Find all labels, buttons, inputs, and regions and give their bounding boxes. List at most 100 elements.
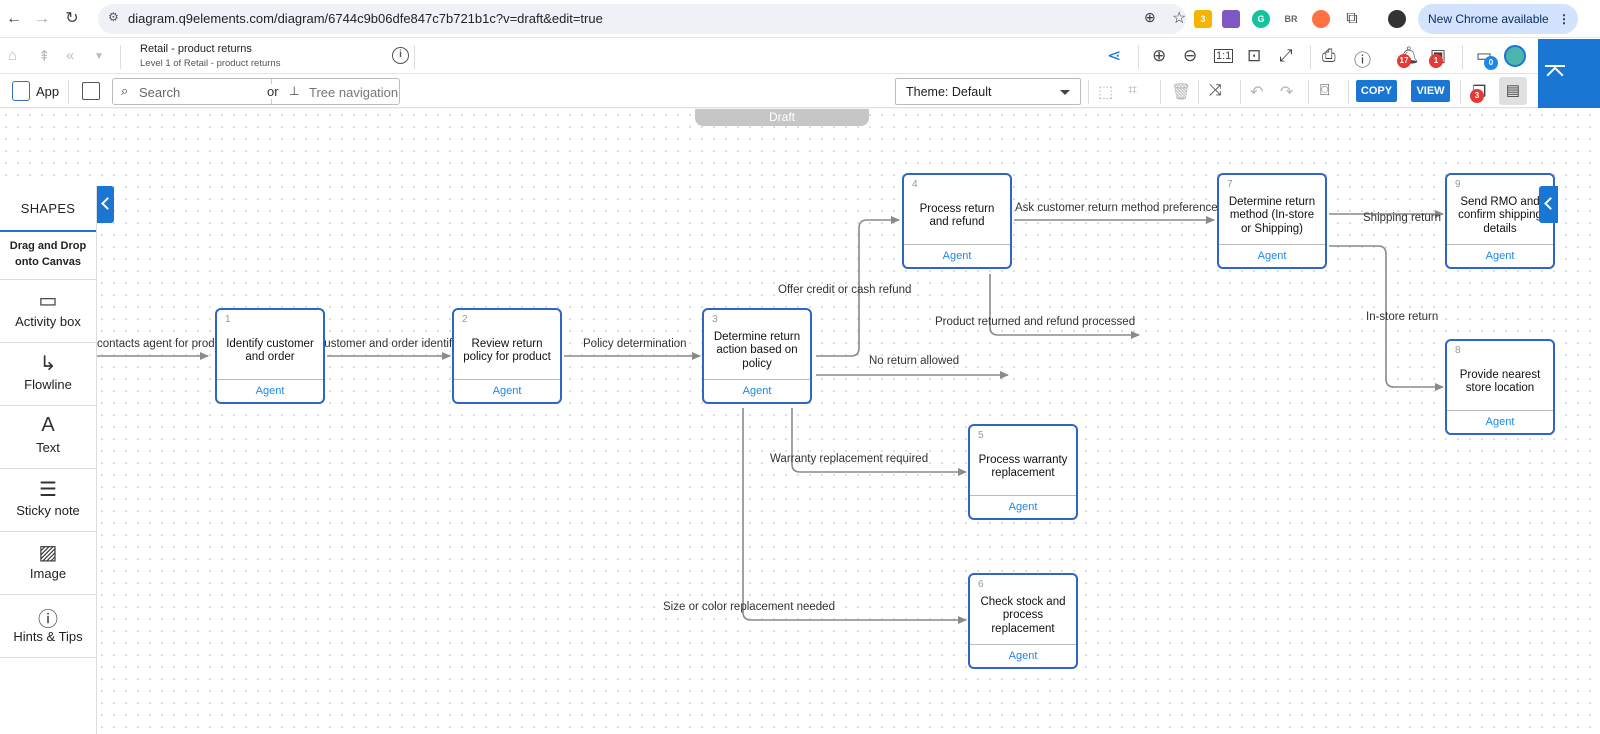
node-role[interactable]: Agent (1447, 244, 1553, 267)
shapes-panel: SHAPES Drag and Drop onto Canvas ▭ Activ… (0, 186, 97, 734)
node-number: 7 (1227, 179, 1233, 190)
edge-label-2-3[interactable]: Policy determination (583, 338, 687, 350)
node-role[interactable]: Agent (454, 379, 560, 402)
print-icon[interactable]: ⎙ (1322, 46, 1336, 65)
back-icon[interactable]: ← (6, 10, 22, 27)
activity-node-3[interactable]: 3 Determine return action based on polic… (702, 308, 812, 404)
home-icon[interactable]: ⌂ (8, 47, 18, 64)
view-button[interactable]: VIEW (1411, 80, 1450, 102)
edge-label-4-7[interactable]: Ask customer return method preference (1015, 202, 1218, 214)
delete-icon[interactable]: 🗑︎ (1171, 84, 1192, 101)
reload-icon[interactable]: ↻ (65, 10, 79, 27)
top-level-icon[interactable]: ⇞ (38, 48, 51, 65)
profile-avatar[interactable] (1388, 10, 1406, 28)
node-role[interactable]: Agent (704, 379, 810, 402)
forward-icon[interactable]: → (34, 10, 50, 27)
shape-image[interactable]: ▨ Image (0, 532, 96, 595)
url-text[interactable]: diagram.q9elements.com/diagram/6744c9b06… (128, 11, 603, 26)
help-icon[interactable]: ⓘ (1354, 51, 1371, 70)
expand-right-panel-button[interactable] (1539, 186, 1558, 223)
node-role[interactable]: Agent (217, 379, 323, 402)
undo-icon[interactable]: ↶ (1250, 84, 1264, 101)
properties-panel-icon[interactable]: ▤ (1499, 77, 1527, 105)
edge-label-3-none[interactable]: No return allowed (869, 355, 960, 367)
new-chrome-button[interactable]: New Chrome available ⋮ (1418, 4, 1578, 34)
flowline-7-8 (1329, 245, 1444, 391)
shape-activity-box[interactable]: ▭ Activity box (0, 280, 96, 343)
node-role[interactable]: Agent (970, 644, 1076, 667)
edge-label-1-2[interactable]: Customer and order identified (316, 338, 468, 350)
shapes-panel-title: SHAPES (0, 186, 96, 232)
site-info-icon[interactable]: ⚙ (108, 10, 119, 24)
tree-navigation-icon: ⊥ (289, 84, 300, 98)
collapse-toolbar-button[interactable] (1538, 39, 1600, 108)
activity-node-9[interactable]: 9 Send RMO and confirm shipping details … (1445, 173, 1555, 269)
purple-ext-icon[interactable] (1222, 10, 1240, 28)
grammarly-ext-icon[interactable]: G (1252, 10, 1270, 28)
node-text: Send RMO and confirm shipping details (1458, 195, 1542, 235)
zoom-out-icon[interactable]: ⊖ (1183, 46, 1198, 65)
address-bar[interactable]: ⚙ diagram.q9elements.com/diagram/6744c9b… (98, 4, 1186, 34)
diagram-canvas[interactable] (0, 109, 1600, 734)
edge-label-start[interactable]: contacts agent for product (97, 338, 230, 350)
record-ext-icon[interactable] (1312, 10, 1330, 28)
edge-label-7-9[interactable]: Shipping return (1363, 212, 1441, 224)
node-number: 5 (978, 430, 984, 441)
crop-icon[interactable]: ⌗ (1128, 82, 1138, 99)
node-text: Review return policy for product (463, 337, 551, 364)
activity-node-5[interactable]: 5 Process warranty replacement Agent (968, 424, 1078, 520)
level-dropdown-icon[interactable]: ▼ (94, 51, 104, 62)
camera-icon[interactable]: ⌼ (1320, 82, 1330, 99)
menu-dots-icon[interactable]: ⋮ (1558, 12, 1570, 26)
bookmark-star-icon[interactable]: ☆ (1172, 10, 1187, 27)
clipboard-badge: 1 (1429, 54, 1443, 68)
info-icon[interactable]: i (392, 47, 409, 64)
flowline-3-6 (742, 408, 967, 624)
activity-node-2[interactable]: 2 Review return policy for product Agent (452, 308, 562, 404)
search-input[interactable]: Search (139, 85, 181, 100)
app-icon (12, 81, 30, 101)
node-role[interactable]: Agent (1219, 244, 1325, 267)
shape-label: Flowline (24, 377, 72, 392)
fit-page-icon[interactable]: ⊡ (1247, 46, 1262, 65)
auto-layout-icon[interactable]: ⤨ (1209, 82, 1222, 99)
back-level-icon[interactable]: « (66, 47, 75, 64)
copy-button[interactable]: COPY (1356, 80, 1397, 102)
edge-label-3-4[interactable]: Offer credit or cash refund (778, 284, 912, 296)
fullscreen-icon[interactable]: ⤢ (1279, 46, 1293, 65)
tree-view-icon[interactable] (82, 82, 100, 100)
edge-label-4-end[interactable]: Product returned and refund processed (935, 316, 1136, 328)
shape-hints-tips[interactable]: ⓘ Hints & Tips (0, 595, 96, 658)
activity-node-8[interactable]: 8 Provide nearest store location Agent (1445, 339, 1555, 435)
shape-sticky-note[interactable]: ☰ Sticky note (0, 469, 96, 532)
user-avatar[interactable] (1504, 45, 1526, 67)
edge-label-3-6[interactable]: Size or color replacement needed (663, 601, 835, 613)
search-box[interactable]: ⌕ Search or ⊥ Tree navigation (112, 78, 400, 105)
activity-node-4[interactable]: 4 Process return and refund Agent (902, 173, 1012, 269)
node-role[interactable]: Agent (970, 495, 1076, 518)
activity-node-6[interactable]: 6 Check stock and process replacement Ag… (968, 573, 1078, 669)
zoom-icon[interactable]: ⊕ (1144, 9, 1156, 25)
edge-label-7-8[interactable]: In-store return (1366, 311, 1439, 323)
actual-size-icon[interactable]: 1:1 (1214, 49, 1234, 63)
draft-label: Draft (695, 109, 869, 126)
edge-label-3-5[interactable]: Warranty replacement required (770, 453, 929, 465)
select-area-icon[interactable]: ⬚ (1098, 84, 1114, 101)
node-role[interactable]: Agent (1447, 410, 1553, 433)
shape-label: Image (29, 566, 67, 581)
collapse-shapes-button[interactable] (97, 186, 114, 223)
google-docs-ext-icon[interactable]: 3 (1194, 10, 1212, 28)
shape-flowline[interactable]: ↳ Flowline (0, 343, 96, 406)
br-ext-icon[interactable]: BR (1282, 10, 1300, 28)
shape-text[interactable]: A Text (0, 406, 96, 469)
activity-node-1[interactable]: 1 Identify customer and order Agent (215, 308, 325, 404)
node-role[interactable]: Agent (904, 244, 1010, 267)
theme-select[interactable]: Theme: Default (895, 78, 1081, 105)
share-icon[interactable]: ⋖ (1107, 46, 1122, 65)
zoom-in-icon[interactable]: ⊕ (1152, 46, 1167, 65)
activity-node-7[interactable]: 7 Determine return method (In-store or S… (1217, 173, 1327, 269)
shapes-panel-hint: Drag and Drop onto Canvas (0, 232, 96, 280)
extensions-puzzle-icon[interactable]: ⧉ (1346, 10, 1358, 27)
redo-icon[interactable]: ↷ (1280, 84, 1294, 101)
tree-navigation-button[interactable]: Tree navigation (309, 85, 399, 100)
